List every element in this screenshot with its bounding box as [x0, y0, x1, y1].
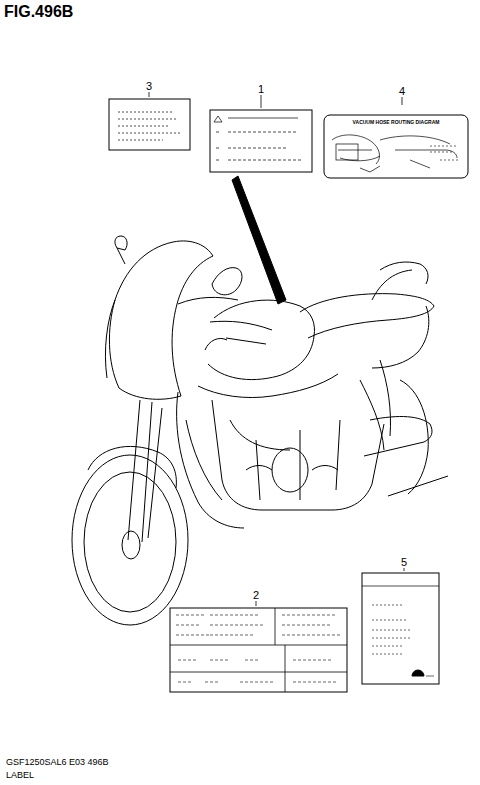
motorcycle-outline [72, 236, 448, 625]
section-name: LABEL [6, 771, 34, 780]
callout-number: 1 [258, 84, 264, 95]
callout-number: 4 [399, 86, 405, 97]
label-4-sheet [324, 115, 468, 178]
label-text: VACUUM HOSE ROUTING DIAGRAM [353, 120, 440, 125]
figure-title: FIG.496B [4, 4, 73, 20]
label-2-sheet [170, 608, 347, 692]
callout-number: 3 [146, 81, 152, 92]
callout-number: 2 [253, 590, 259, 601]
label-1-sheet [210, 110, 312, 172]
figure-caption: GSF1250SAL6 E03 496B [6, 758, 109, 767]
label-5-sheet [362, 573, 439, 684]
label-3-sheet [109, 99, 190, 150]
callout-number: 5 [401, 557, 407, 568]
